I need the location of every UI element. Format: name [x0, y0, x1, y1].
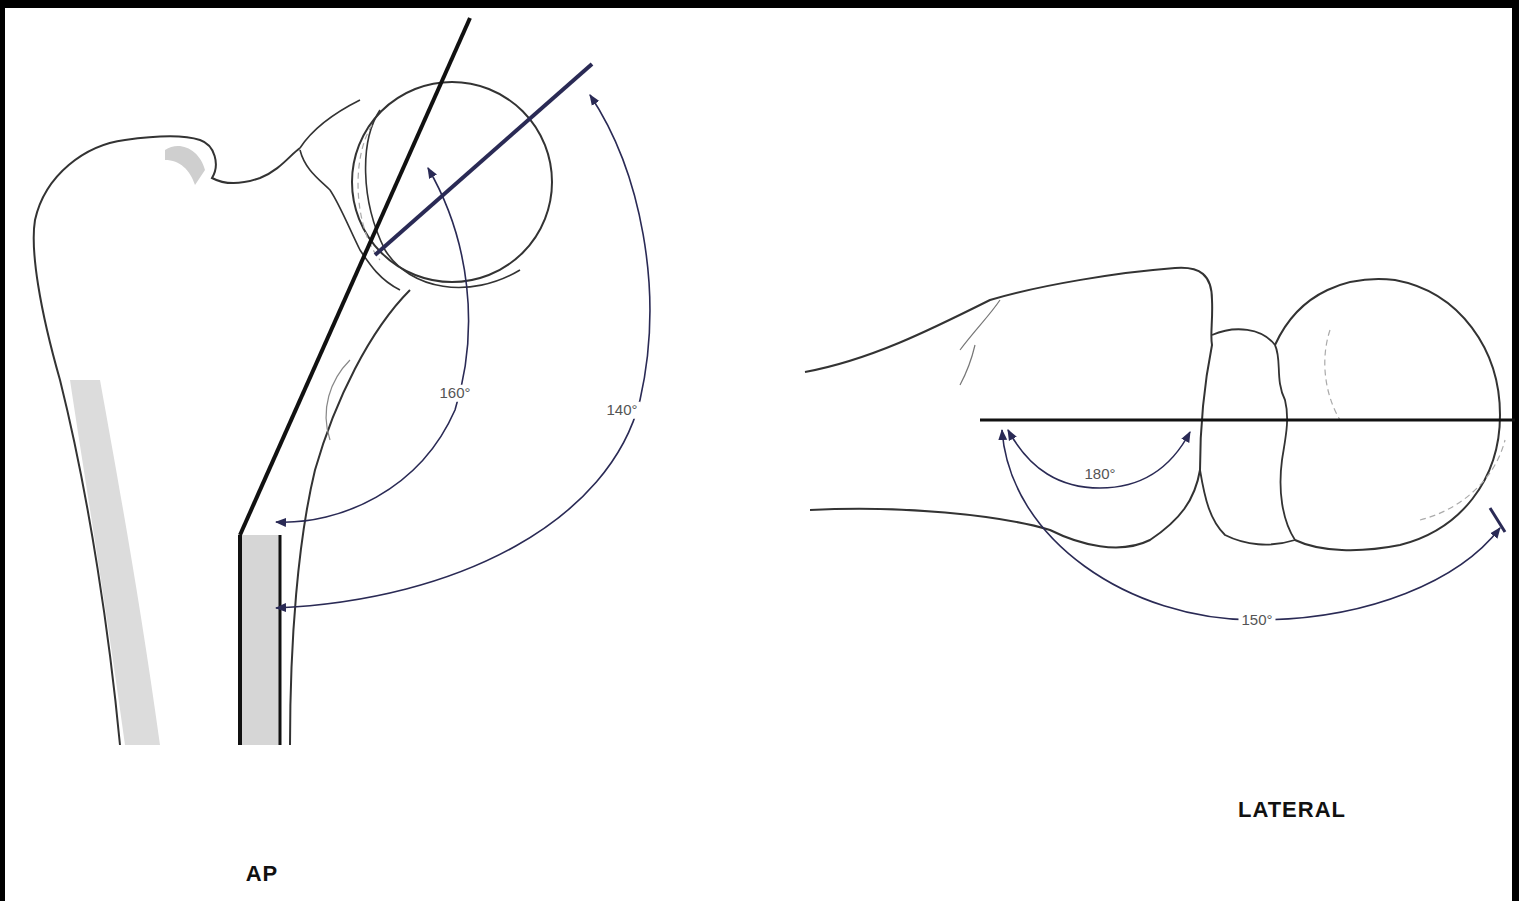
femur-outline-lateral — [805, 268, 1212, 548]
shaft-axis-line — [238, 535, 242, 745]
angle-arc — [1008, 430, 1190, 488]
femoral-head — [352, 82, 552, 282]
view-title: LATERAL — [1235, 798, 1349, 822]
angle-value: 140° — [603, 402, 640, 419]
femur-outline — [290, 290, 410, 745]
angle-value: 180° — [1081, 466, 1118, 483]
angle-arc — [1002, 430, 1500, 620]
femur-outline — [34, 136, 300, 745]
epiphysis-axis-line — [375, 64, 592, 255]
frame-bar — [1512, 0, 1519, 901]
angle-arc — [276, 168, 469, 522]
view-title: AP — [243, 862, 282, 886]
shaft-axis-line — [279, 535, 282, 745]
neck-axis-line — [240, 18, 470, 535]
dashed-contour — [358, 125, 380, 260]
cortex-shading — [165, 146, 205, 185]
angle-value: 160° — [436, 385, 473, 402]
lateral-axis-line — [980, 419, 1515, 422]
shaft-axis-band — [240, 535, 280, 745]
frame-bar — [0, 0, 1519, 8]
physis-line — [300, 100, 400, 290]
trochanter-detail — [960, 300, 1000, 385]
angle-arc — [276, 95, 650, 608]
lesser-trochanter — [326, 360, 350, 440]
femoral-head-lateral — [1275, 279, 1500, 550]
angle-value: 150° — [1238, 612, 1275, 629]
head-axis-tick — [1490, 508, 1505, 532]
frame-bar — [0, 0, 5, 901]
neck-physis — [1200, 329, 1295, 544]
dashed-contour — [1325, 330, 1505, 520]
